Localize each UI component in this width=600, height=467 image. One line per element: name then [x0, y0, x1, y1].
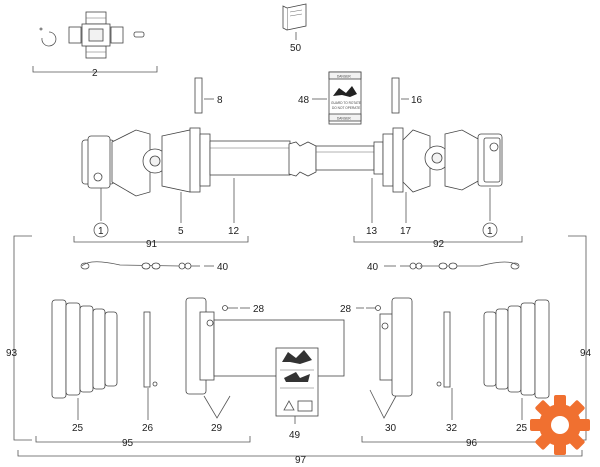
- callout-16: 16: [411, 95, 423, 106]
- callout-26: 26: [142, 423, 154, 434]
- callout-97: 97: [295, 455, 307, 466]
- decal-strip-16: [391, 77, 400, 114]
- callout-32: 32: [446, 423, 458, 434]
- cross-kit-part: [68, 11, 124, 59]
- bellows-cone-left: [51, 299, 118, 399]
- callout-2: 2: [92, 68, 98, 79]
- callout-92: 92: [433, 239, 445, 250]
- callout-40-right: 40: [367, 262, 379, 273]
- decal-guard-text: GUARD TO ROTATE: [331, 101, 361, 105]
- decal-danger-bottom: DANGER: [337, 117, 351, 121]
- callout-13: 13: [366, 226, 378, 237]
- callout-8: 8: [217, 95, 223, 106]
- bearing-ring-26: [143, 311, 158, 388]
- bellows-cone-right: [483, 299, 550, 399]
- screw-left-28: [222, 305, 238, 311]
- screw-right-28: [366, 305, 381, 311]
- decal-strip-8: [194, 77, 203, 114]
- callout-96: 96: [466, 438, 478, 449]
- callout-25-right: 25: [516, 423, 528, 434]
- callout-17: 17: [400, 226, 412, 237]
- callout-25-left: 25: [72, 423, 84, 434]
- safety-chain-left: [80, 261, 200, 270]
- warning-decal-49: [275, 347, 319, 417]
- callout-49: 49: [289, 430, 301, 441]
- callout-28-left: 28: [253, 304, 265, 315]
- callout-91: 91: [146, 239, 158, 250]
- callout-95: 95: [122, 438, 134, 449]
- inner-guard-29: [185, 297, 345, 395]
- callout-40-left: 40: [217, 262, 229, 273]
- grease-pin-part: [133, 31, 145, 38]
- decal-danger-top: DANGER: [337, 75, 351, 79]
- safety-chain-right: [400, 261, 520, 270]
- warning-icon: [283, 400, 295, 411]
- circlip-part: [39, 27, 57, 47]
- callout-93: 93: [6, 348, 18, 359]
- callout-12: 12: [228, 226, 240, 237]
- callout-1-left: 1: [98, 226, 104, 237]
- inner-guard-30: [379, 297, 413, 397]
- callout-50: 50: [290, 43, 302, 54]
- bearing-ring-32: [436, 311, 451, 388]
- callout-30: 30: [385, 423, 397, 434]
- manual-book: [282, 3, 307, 31]
- callout-29: 29: [211, 423, 223, 434]
- gear-icon: [530, 395, 590, 455]
- callout-94: 94: [580, 348, 592, 359]
- pto-shaft-assembly: [81, 127, 503, 197]
- callout-48: 48: [298, 95, 310, 106]
- decal-operate-text: DO NOT OPERATE: [332, 106, 360, 110]
- callout-5: 5: [178, 226, 184, 237]
- danger-decal-48: DANGER GUARD TO ROTATE DO NOT OPERATE DA…: [328, 71, 362, 125]
- callout-1-right: 1: [487, 226, 493, 237]
- callout-28-right: 28: [340, 304, 352, 315]
